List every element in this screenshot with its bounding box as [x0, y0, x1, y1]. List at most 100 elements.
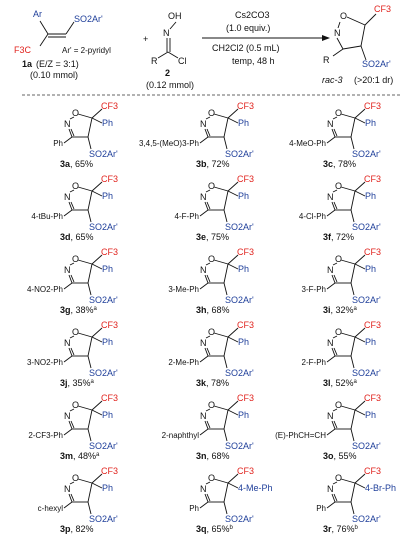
prod-n: N: [334, 28, 341, 38]
bond: [87, 501, 92, 515]
prod-r: R: [323, 55, 330, 65]
reagent1-arp-def: Ar' = 2-pyridyl: [62, 46, 111, 55]
bond: [350, 501, 355, 515]
bond: [354, 409, 366, 416]
bond: [223, 209, 228, 223]
compound-yield: , 76%: [332, 524, 355, 534]
ring-o: O: [335, 108, 342, 118]
compound-id: 3i: [323, 305, 331, 315]
bond: [205, 335, 211, 339]
ring-n: N: [327, 338, 334, 348]
bond: [206, 420, 211, 429]
so2ar-group: SO2Ar': [225, 295, 254, 305]
bond: [68, 347, 73, 357]
bond: [204, 493, 209, 503]
bond: [204, 347, 209, 357]
bond: [70, 128, 75, 137]
compound-yield: , 52%: [331, 378, 354, 388]
cond-temp: temp, 48 h: [232, 56, 275, 66]
bond: [213, 113, 229, 119]
cond-equiv: (1.0 equiv.): [226, 23, 270, 33]
c5-substituent: Ph: [238, 337, 249, 347]
compound-label: 3k, 78%: [196, 378, 229, 388]
bond: [354, 190, 366, 197]
cf3-group: CF3: [237, 466, 254, 476]
reagent-1a: Ar SO2Ar' F3C Ar' = 2-pyridyl 1a (E/Z = …: [14, 9, 111, 80]
reagent1-so2: SO2Ar': [74, 14, 103, 24]
bond: [91, 409, 103, 416]
cf3-group: CF3: [364, 466, 381, 476]
plus-sign: +: [143, 34, 148, 44]
bond: [199, 355, 209, 363]
bond: [326, 355, 336, 363]
bond: [223, 263, 229, 284]
compound-label: 3q, 65%b: [196, 524, 234, 534]
bond: [204, 274, 209, 284]
compound-label: 3m, 48%a: [60, 451, 100, 461]
bond: [331, 347, 336, 357]
cf3-group: CF3: [101, 101, 118, 111]
reagent2-name: 2: [165, 68, 170, 78]
bond: [333, 274, 338, 283]
bond: [87, 355, 92, 369]
bond: [87, 209, 92, 223]
ring-n: N: [327, 119, 334, 129]
bond: [77, 113, 93, 119]
bond: [206, 347, 211, 356]
ring-o: O: [208, 108, 215, 118]
bond: [331, 274, 336, 284]
bond: [340, 478, 356, 484]
compound-label: 3j, 35%a: [60, 378, 95, 388]
ring-o: O: [335, 181, 342, 191]
bond: [91, 482, 103, 489]
c5-substituent: 4-Me-Ph: [238, 483, 273, 493]
reagent2-oh: OH: [168, 11, 182, 21]
bond: [223, 428, 228, 442]
c5-substituent: Ph: [365, 264, 376, 274]
c5-substituent: 4-Br-Ph: [365, 483, 396, 493]
ring-n: N: [64, 411, 71, 421]
c3-substituent: 2-naphthyl: [162, 431, 200, 440]
ring-n: N: [200, 265, 207, 275]
compound-yield: , 78%: [206, 378, 229, 388]
compound-id: 3c: [323, 159, 333, 169]
compound-label: 3o, 55%: [323, 451, 357, 461]
bond: [77, 332, 93, 338]
ring-o: O: [208, 254, 215, 264]
compound-footnote: a: [354, 306, 358, 312]
bond: [350, 336, 356, 357]
cf3-group: CF3: [101, 393, 118, 403]
bond: [69, 335, 75, 339]
c3-substituent: 4-MeO-Ph: [289, 139, 326, 148]
c3-substituent: 2-CF3-Ph: [28, 431, 63, 440]
so2ar-group: SO2Ar': [225, 514, 254, 524]
bond: [91, 473, 103, 484]
bond: [333, 420, 338, 429]
compound-footnote: a: [91, 379, 95, 385]
bond: [199, 428, 209, 436]
c5-substituent: Ph: [102, 191, 113, 201]
bond: [69, 189, 75, 193]
bond: [213, 332, 229, 338]
bond: [350, 263, 356, 284]
bond: [354, 327, 366, 338]
bond: [350, 136, 355, 150]
bond: [223, 409, 229, 430]
prod-cf3: CF3: [374, 4, 391, 14]
compound-label: 3d, 65%: [60, 232, 94, 242]
compound-label: 3e, 75%: [196, 232, 229, 242]
bond: [333, 201, 338, 210]
c3-substituent: 4-NO2-Ph: [27, 285, 63, 294]
ring-o: O: [72, 254, 79, 264]
so2ar-group: SO2Ar': [225, 222, 254, 232]
prod-name: rac-3: [322, 75, 343, 85]
bond: [70, 420, 75, 429]
compound-yield: , 68%: [207, 451, 230, 461]
reaction-conditions: Cs2CO3 (1.0 equiv.) CH2Cl2 (0.5 mL) temp…: [202, 10, 330, 66]
bond: [326, 501, 336, 509]
